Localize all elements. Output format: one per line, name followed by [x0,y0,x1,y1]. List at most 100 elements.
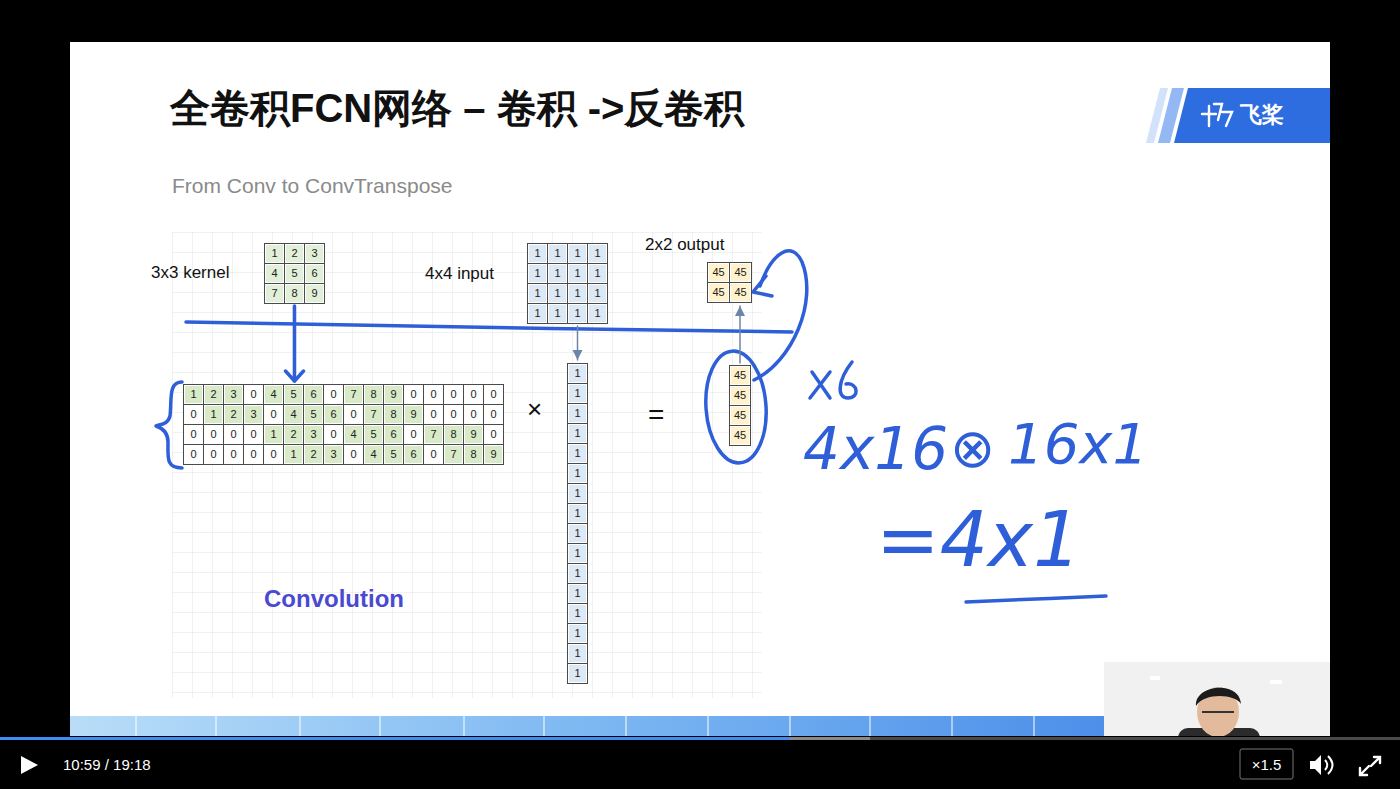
matrix-cell: 45 [730,386,751,406]
matrix-cell: 0 [484,385,504,405]
matrix-cell: 4 [344,425,364,445]
hand-divider-line [186,322,792,332]
matrix-cell: 2 [304,445,324,465]
stripe-divider [543,716,545,736]
matrix-cell: 1 [568,264,588,284]
matrix-cell: 45 [730,426,751,446]
matrix-cell: 1 [588,284,608,304]
matrix-cell: 0 [244,385,264,405]
progress-played [0,737,790,740]
matrix-cell: 0 [424,445,444,465]
speed-box [1240,749,1293,779]
times-sign: × [527,396,542,422]
matrix-cell: 9 [484,445,504,465]
handwritten-note: =4x1 [876,502,1081,578]
output-grid: 45454545 [707,262,752,303]
matrix-cell: 0 [264,445,284,465]
matrix-cell: 5 [384,445,404,465]
matrix-cell: 1 [568,444,588,464]
logo-text: 飞桨 [1240,104,1284,126]
matrix-cell: 8 [285,284,305,304]
matrix-cell: 1 [568,464,588,484]
matrix-cell: 6 [384,425,404,445]
webcam-frame [1104,662,1330,736]
matrix-cell: 1 [568,484,588,504]
progress-track [0,737,1400,740]
input-vector: 1111111111111111 [567,363,588,684]
matrix-cell: 0 [204,425,224,445]
matrix-cell: 2 [204,385,224,405]
matrix-cell: 1 [264,425,284,445]
matrix-cell: 5 [304,405,324,425]
matrix-cell: 0 [404,425,424,445]
matrix-cell: 4 [264,385,284,405]
kernel-label: 3x3 kernel [151,264,229,281]
matrix-cell: 7 [344,385,364,405]
matrix-cell: 0 [264,405,284,425]
stripe-divider [463,716,465,736]
matrix-cell: 1 [548,304,568,324]
volume-icon [1310,755,1321,775]
webcam-light [1150,676,1160,680]
matrix-cell: 1 [528,264,548,284]
matrix-cell: 45 [730,406,751,426]
matrix-cell: 2 [224,405,244,425]
stripe-divider [379,716,381,736]
input-label: 4x4 input [425,265,494,282]
matrix-cell: 5 [284,385,304,405]
time-display: 10:59 / 19:18 [63,757,151,772]
matrix-cell: 0 [184,445,204,465]
matrix-cell: 9 [384,385,404,405]
matrix-cell: 7 [424,425,444,445]
matrix-cell: 0 [484,425,504,445]
matrix-cell: 1 [568,504,588,524]
matrix-cell: 0 [464,385,484,405]
matrix-cell: 1 [528,244,548,264]
matrix-cell: 8 [464,445,484,465]
player-controls [0,737,1400,779]
stripe-divider [215,716,217,736]
matrix-cell: 1 [568,404,588,424]
input-grid: 1111111111111111 [527,243,608,324]
matrix-cell: 1 [184,385,204,405]
matrix-cell: 8 [444,425,464,445]
matrix-cell: 0 [204,445,224,465]
matrix-cell: 1 [528,284,548,304]
matrix-cell: 1 [568,604,588,624]
matrix-cell: 1 [528,304,548,324]
hand-curve-head [753,276,772,296]
matrix-cell: 6 [305,264,325,284]
matrix-cell: 8 [384,405,404,425]
matrix-cell: 0 [424,385,444,405]
matrix-cell: 1 [265,244,285,264]
matrix-cell: 9 [404,405,424,425]
handwritten-note: 16x1 [1008,416,1148,472]
output-label: 2x2 output [645,236,724,253]
matrix-cell: 0 [344,405,364,425]
matrix-cell: 9 [305,284,325,304]
matrix-cell: 1 [568,364,588,384]
stripe-divider [707,716,709,736]
matrix-cell: 7 [265,284,285,304]
equals-sign: = [648,401,664,429]
matrix-cell: 1 [568,304,588,324]
stripe-dividers [136,716,1034,736]
kernel-grid: 123456789 [264,243,325,304]
matrix-cell: 6 [324,405,344,425]
matrix-cell: 8 [364,385,384,405]
matrix-cell: 1 [568,624,588,644]
matrix-cell: 1 [588,244,608,264]
matrix-cell: 3 [305,244,325,264]
matrix-cell: 5 [285,264,305,284]
matrix-cell: 7 [364,405,384,425]
matrix-cell: 4 [265,264,285,284]
webcam [1104,662,1330,736]
matrix-cell: 0 [444,405,464,425]
matrix-cell: 1 [568,244,588,264]
footer-stripe [70,716,1104,736]
matrix-cell: 4 [364,445,384,465]
matrix-cell: 0 [244,445,264,465]
matrix-cell: 3 [224,385,244,405]
matrix-cell: 0 [464,405,484,425]
matrix-cell: 6 [304,385,324,405]
